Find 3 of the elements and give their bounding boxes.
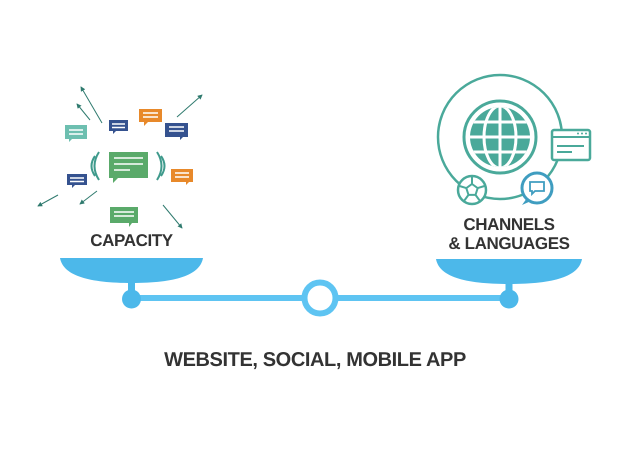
pan-label: CAPACITY xyxy=(90,232,173,251)
caption-text: WEBSITE, SOCIAL, MOBILE APP xyxy=(164,349,466,371)
pan-label: CHANNELS & LANGUAGES xyxy=(448,216,570,254)
